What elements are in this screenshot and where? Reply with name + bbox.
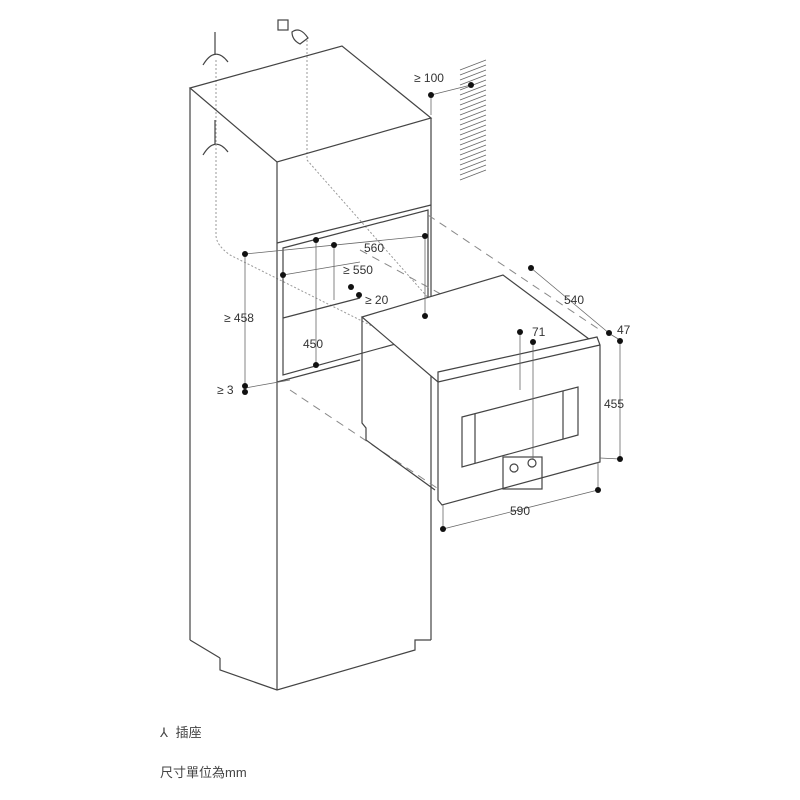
dim-oven-height: 455: [604, 397, 624, 411]
dim-niche-depth: ≥ 550: [343, 263, 373, 277]
legend-socket: ⅄ 插座: [160, 722, 202, 741]
hatch-line: [459, 139, 487, 151]
control-panel: [502, 456, 543, 490]
hatch-line: [459, 169, 487, 181]
dim-panel-offset: 71: [532, 325, 546, 339]
dimension-labels: ≥ 100 560 ≥ 550 ≥ 20 ≥ 458 450 ≥ 3 540 4…: [217, 71, 631, 518]
dim-rear-gap: ≥ 20: [365, 293, 389, 307]
hatch-line: [459, 59, 487, 71]
hatch-line: [459, 84, 487, 96]
socket-icon: [202, 32, 229, 156]
dimension-points: [242, 82, 623, 532]
hatch-line: [459, 144, 487, 156]
dim-oven-width: 590: [510, 504, 530, 518]
hatch-line: [459, 124, 487, 136]
dim-niche-width: 560: [364, 241, 384, 255]
dim-inner-height: 450: [303, 337, 323, 351]
dim-bottom-gap: ≥ 3: [217, 383, 234, 397]
hatch-line: [459, 94, 487, 106]
hatch-line: [459, 159, 487, 171]
hatch-line: [459, 119, 487, 131]
hatch-line: [459, 134, 487, 146]
socket-symbol-icon: ⅄: [160, 725, 168, 740]
wall-hatch: [459, 59, 487, 181]
hatch-line: [459, 154, 487, 166]
socket-label: 插座: [175, 725, 202, 740]
dim-niche-height: ≥ 458: [224, 311, 254, 325]
hatch-line: [459, 69, 487, 81]
dim-front-projection: 47: [617, 323, 631, 337]
hatch-line: [459, 64, 487, 76]
hatch-line: [459, 109, 487, 121]
hatch-line: [459, 149, 487, 161]
hatch-line: [459, 114, 487, 126]
hatch-line: [459, 89, 487, 101]
plug-icon: [277, 19, 309, 45]
dim-top-clearance: ≥ 100: [414, 71, 444, 85]
hatch-line: [459, 99, 487, 111]
oven: [360, 274, 601, 506]
hatch-line: [459, 164, 487, 176]
cabinet: [188, 45, 433, 691]
hatch-line: [459, 129, 487, 141]
unit-note: 尺寸單位為mm: [160, 765, 247, 780]
dim-oven-depth: 540: [564, 293, 584, 307]
hatch-line: [459, 74, 487, 86]
hatch-line: [459, 104, 487, 116]
